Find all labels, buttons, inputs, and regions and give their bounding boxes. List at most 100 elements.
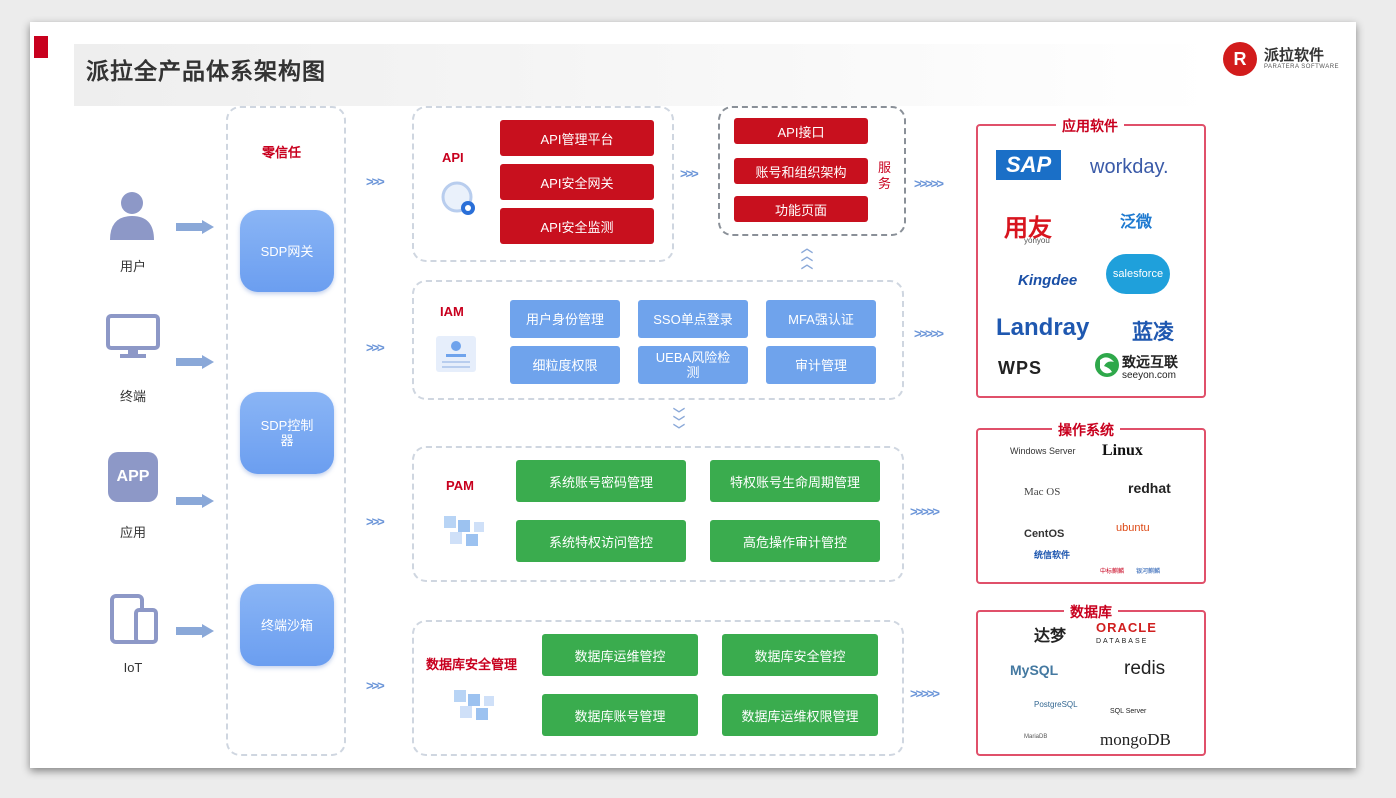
fine-permission-button[interactable]: 细粒度权限 [510, 346, 620, 384]
logo-sub: PARATERA SOFTWARE [1264, 64, 1340, 70]
service-label: 服务 [878, 160, 892, 191]
api-panel [412, 106, 674, 262]
sso-button[interactable]: SSO单点登录 [638, 300, 748, 338]
brand-macos: Mac OS [1024, 486, 1061, 498]
brand-workday: workday. [1090, 156, 1169, 178]
service-panel [718, 106, 906, 236]
brand-uos: 统信软件 [1034, 550, 1071, 560]
db-security-panel [412, 620, 904, 756]
cubes-icon [444, 516, 484, 546]
priv-account-lifecycle-button[interactable]: 特权账号生命周期管理 [710, 460, 880, 502]
brand-seeyon: 致远互联 [1122, 354, 1178, 370]
brand-postgresql: PostgreSQL [1034, 700, 1078, 709]
chevron-iam: >>> [366, 340, 385, 355]
page-title: 派拉全产品体系架构图 [86, 58, 326, 84]
brand-oracle: ORACLE [1096, 620, 1157, 635]
arrow-app [176, 494, 214, 508]
audit-button[interactable]: 审计管理 [766, 346, 876, 384]
high-risk-audit-button[interactable]: 高危操作审计管控 [710, 520, 880, 562]
api-management-button[interactable]: API管理平台 [500, 120, 654, 156]
brand-sap: SAP [996, 150, 1062, 180]
brand-redis: redis [1124, 658, 1166, 679]
identity-management-button[interactable]: 用户身份管理 [510, 300, 620, 338]
chevron-api: >>> [366, 174, 385, 189]
api-monitor-button[interactable]: API安全监测 [500, 208, 654, 244]
brand-oracle-db: DATABASE [1096, 638, 1149, 645]
db-title: 数据库 [1064, 602, 1118, 622]
chevron-service-apps: >>>>> [914, 176, 944, 191]
chevron-down-icon: ﹀﹀﹀ [672, 407, 685, 437]
pam-label: PAM [446, 478, 474, 493]
brand-landray-cn: 蓝凌 [1132, 321, 1174, 344]
iam-label: IAM [440, 304, 464, 319]
slide: 派拉全产品体系架构图 R 派拉软件 PARATERA SOFTWARE 用户 终… [30, 22, 1356, 768]
chevron-up-icon: ︿︿︿ [800, 241, 813, 271]
chevron-iam-apps: >>>>> [914, 326, 944, 341]
actor-label-user: 用户 [119, 259, 146, 274]
sys-priv-access-button[interactable]: 系统特权访问管控 [516, 520, 686, 562]
chevron-db: >>> [366, 678, 385, 693]
function-page-button[interactable]: 功能页面 [734, 196, 868, 222]
title-accent [34, 36, 48, 58]
zero-trust-title: 零信任 [262, 145, 302, 160]
brand-dameng: 达梦 [1034, 628, 1067, 645]
seeyon-logo-icon [1095, 353, 1119, 377]
brand-mysql: MySQL [1010, 662, 1059, 678]
user-icon [110, 192, 154, 240]
brand-sqlserver: SQL Server [1110, 708, 1147, 715]
brand-linux: Linux [1102, 442, 1143, 459]
sdp-controller[interactable]: SDP控制器 [240, 392, 334, 474]
chevron-pam-os: >>>>> [910, 504, 940, 519]
os-title: 操作系统 [1052, 420, 1120, 440]
chevron-db-db: >>>>> [910, 686, 940, 701]
api-interface-button[interactable]: API接口 [734, 118, 868, 144]
iam-panel [412, 280, 904, 400]
mfa-button[interactable]: MFA强认证 [766, 300, 876, 338]
brand-yonyou-en: yonyou [1024, 236, 1050, 245]
endpoint-sandbox[interactable]: 终端沙箱 [240, 584, 334, 666]
actor-label-terminal: 终端 [119, 389, 146, 404]
db-box [976, 610, 1206, 756]
brand-landray: Landray [996, 314, 1090, 341]
sys-account-pwd-button[interactable]: 系统账号密码管理 [516, 460, 686, 502]
api-gear-icon [441, 181, 475, 215]
brand-windows-server: Windows Server [1010, 446, 1076, 456]
db-ops-permission-button[interactable]: 数据库运维权限管理 [722, 694, 878, 736]
api-label: API [442, 150, 464, 165]
db-ops-control-button[interactable]: 数据库运维管控 [542, 634, 698, 676]
zero-trust-panel [226, 106, 346, 756]
brand-yonyou: 用友 [1004, 215, 1052, 242]
sdp-gateway[interactable]: SDP网关 [240, 210, 334, 292]
cubes-icon [454, 690, 494, 720]
brand-centos: CentOS [1024, 528, 1065, 540]
monitor-icon [106, 314, 160, 358]
db-account-button[interactable]: 数据库账号管理 [542, 694, 698, 736]
app-icon: APP [108, 452, 158, 502]
chevron-pam: >>> [366, 514, 385, 529]
arrow-terminal [176, 355, 214, 369]
actor-label-app: 应用 [119, 525, 146, 540]
brand-seeyon-en: seeyon.com [1122, 370, 1176, 381]
actor-label-iot: IoT [123, 660, 143, 675]
id-card-icon [436, 336, 476, 372]
brand-neokylin: 中标麒麟 [1100, 569, 1125, 575]
arrow-iot [176, 624, 214, 638]
db-security-label: 数据库安全管理 [426, 657, 518, 672]
pam-panel [412, 446, 904, 582]
brand-kingdee: Kingdee [1018, 272, 1078, 289]
apps-title: 应用软件 [1056, 116, 1124, 136]
brand-mariadb: MariaDB [1024, 734, 1048, 740]
brand-wps: WPS [998, 358, 1043, 378]
brand-ubuntu: ubuntu [1116, 522, 1150, 534]
brand-kylin: 银河麒麟 [1136, 569, 1161, 575]
logo-name: 派拉软件 [1264, 47, 1325, 64]
api-gateway-button[interactable]: API安全网关 [500, 164, 654, 200]
devices-icon [110, 594, 158, 644]
db-security-control-button[interactable]: 数据库安全管控 [722, 634, 878, 676]
logo-mark: R [1223, 42, 1257, 76]
ueba-button[interactable]: UEBA风险检测 [638, 346, 748, 384]
brand-salesforce: salesforce [1106, 254, 1170, 294]
chevron-api-service: >>> [680, 166, 699, 181]
account-org-button[interactable]: 账号和组织架构 [734, 158, 868, 184]
brand-redhat: redhat [1128, 480, 1171, 496]
